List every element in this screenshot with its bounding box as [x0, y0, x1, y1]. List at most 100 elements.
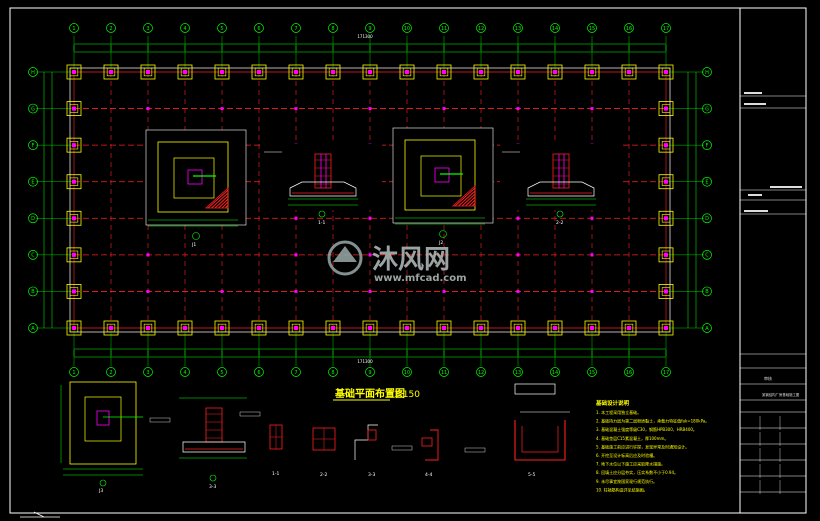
hatch-line [207, 189, 229, 209]
grid-bubble-col [180, 23, 190, 33]
column [257, 70, 261, 74]
footing [510, 64, 526, 80]
detail-label: 4-4 [425, 472, 432, 478]
grid-bubble-row [702, 286, 712, 297]
column [516, 326, 520, 330]
grid-bubble-row [28, 286, 38, 297]
design-notes: 1. 本工程采用独立基础。2. 基础持力层为第二层粉质黏土，承载力特征值fak=… [596, 409, 709, 492]
detail-label: J2 [438, 240, 443, 246]
note-line: 5. 基础施工前应进行钎探，发现异常及时通知设计。 [596, 443, 689, 449]
grid-label-row: B [31, 289, 35, 295]
column-stub [516, 289, 520, 293]
footing [66, 320, 82, 336]
column [405, 326, 409, 330]
column-stub [146, 253, 150, 257]
detail-bubble [439, 230, 447, 238]
note-line: 6. 开挖至设计标高后应及时验槽。 [596, 452, 657, 458]
title-block-text-placeholder [744, 210, 768, 212]
footing-step [69, 104, 79, 113]
note-line: 4. 基础垫层C15素混凝土，厚100mm。 [596, 435, 668, 441]
plan-title: 基础平面布置图 [334, 387, 405, 400]
footing-step [328, 323, 338, 333]
hatch-line [461, 193, 476, 207]
footing-step [69, 214, 79, 223]
column [72, 179, 76, 184]
drawing-border [9, 7, 807, 514]
stamp-text: 审核 [764, 375, 772, 381]
footing-step [84, 396, 122, 442]
grid-bubble-col [69, 23, 79, 33]
footing-outline [404, 139, 476, 211]
column-stub [516, 216, 520, 220]
grid-bubble-col [254, 23, 264, 33]
column [146, 326, 150, 330]
grid-label-col: 13 [515, 26, 521, 32]
footing-step [365, 323, 375, 333]
column-stub [294, 289, 298, 293]
hatch-line [458, 190, 476, 207]
grid-bubble-col [550, 23, 560, 33]
pedestal [187, 169, 203, 185]
footing-step [143, 323, 153, 333]
grid-label-row: C [31, 253, 35, 259]
footing-step [143, 67, 153, 77]
grid-bubble-col [624, 23, 634, 33]
footing-section-detail: 1-1 [262, 144, 382, 226]
column [331, 70, 335, 74]
grid-label-col: 16 [626, 370, 632, 376]
label-mark [239, 411, 261, 417]
footing-step [550, 67, 560, 77]
footing-detail-plan: J1 [145, 129, 247, 248]
grid-label-col: 12 [478, 370, 484, 376]
column-stub [294, 253, 298, 257]
grid-label-col: 16 [626, 26, 632, 32]
footing [66, 64, 82, 80]
footing-step [624, 67, 634, 77]
grid-bubble-col [624, 367, 634, 377]
grid-label-col: 13 [515, 370, 521, 376]
hatch-line [225, 204, 229, 209]
note-line: 8. 回填土应分层夯实，压实系数不小于0.94。 [596, 469, 678, 475]
footing-section-detail: 2-2 [500, 144, 620, 226]
footing [66, 284, 82, 299]
grid-bubble-col [69, 367, 79, 377]
grid-bubble-col [291, 23, 301, 33]
footing [288, 64, 304, 80]
grid-label-col: 3 [146, 26, 149, 32]
grid-bubble-col [402, 367, 412, 377]
detail-frame [392, 127, 494, 224]
grid-bubble-row [702, 213, 712, 224]
pedestal [434, 167, 450, 183]
detail-bubble [99, 479, 107, 487]
footing-step [587, 323, 597, 333]
overall-dimension-top: 171300 [357, 34, 373, 39]
grid-bubble-col [217, 367, 227, 377]
grid-bubble-col [402, 23, 412, 33]
title-block-text-placeholder [744, 92, 762, 94]
footing [103, 320, 119, 336]
hatch-line [218, 198, 229, 209]
grid-bubble-col [106, 367, 116, 377]
column [331, 326, 335, 330]
grid-label-col: 9 [368, 26, 371, 32]
grid-bubble-row [702, 323, 712, 333]
label-mark [464, 447, 486, 453]
grid-bubble-col [550, 367, 560, 377]
detail-label: J3 [98, 488, 103, 494]
ucs-cursor-icon [20, 511, 60, 518]
column [516, 70, 520, 74]
footing-step [513, 67, 523, 77]
grid-label-col: 9 [368, 370, 371, 376]
grid-bubble-col [106, 23, 116, 33]
footing-section [527, 181, 595, 197]
footing [251, 64, 267, 80]
grid-label-col: 15 [589, 370, 595, 376]
column [220, 70, 224, 74]
grid-label-col: 8 [331, 26, 334, 32]
column-stub [590, 253, 594, 257]
footing-outline [157, 141, 229, 213]
note-line: 1. 本工程采用独立基础。 [596, 409, 641, 415]
column-stub [368, 289, 372, 293]
footing-step [661, 67, 671, 77]
